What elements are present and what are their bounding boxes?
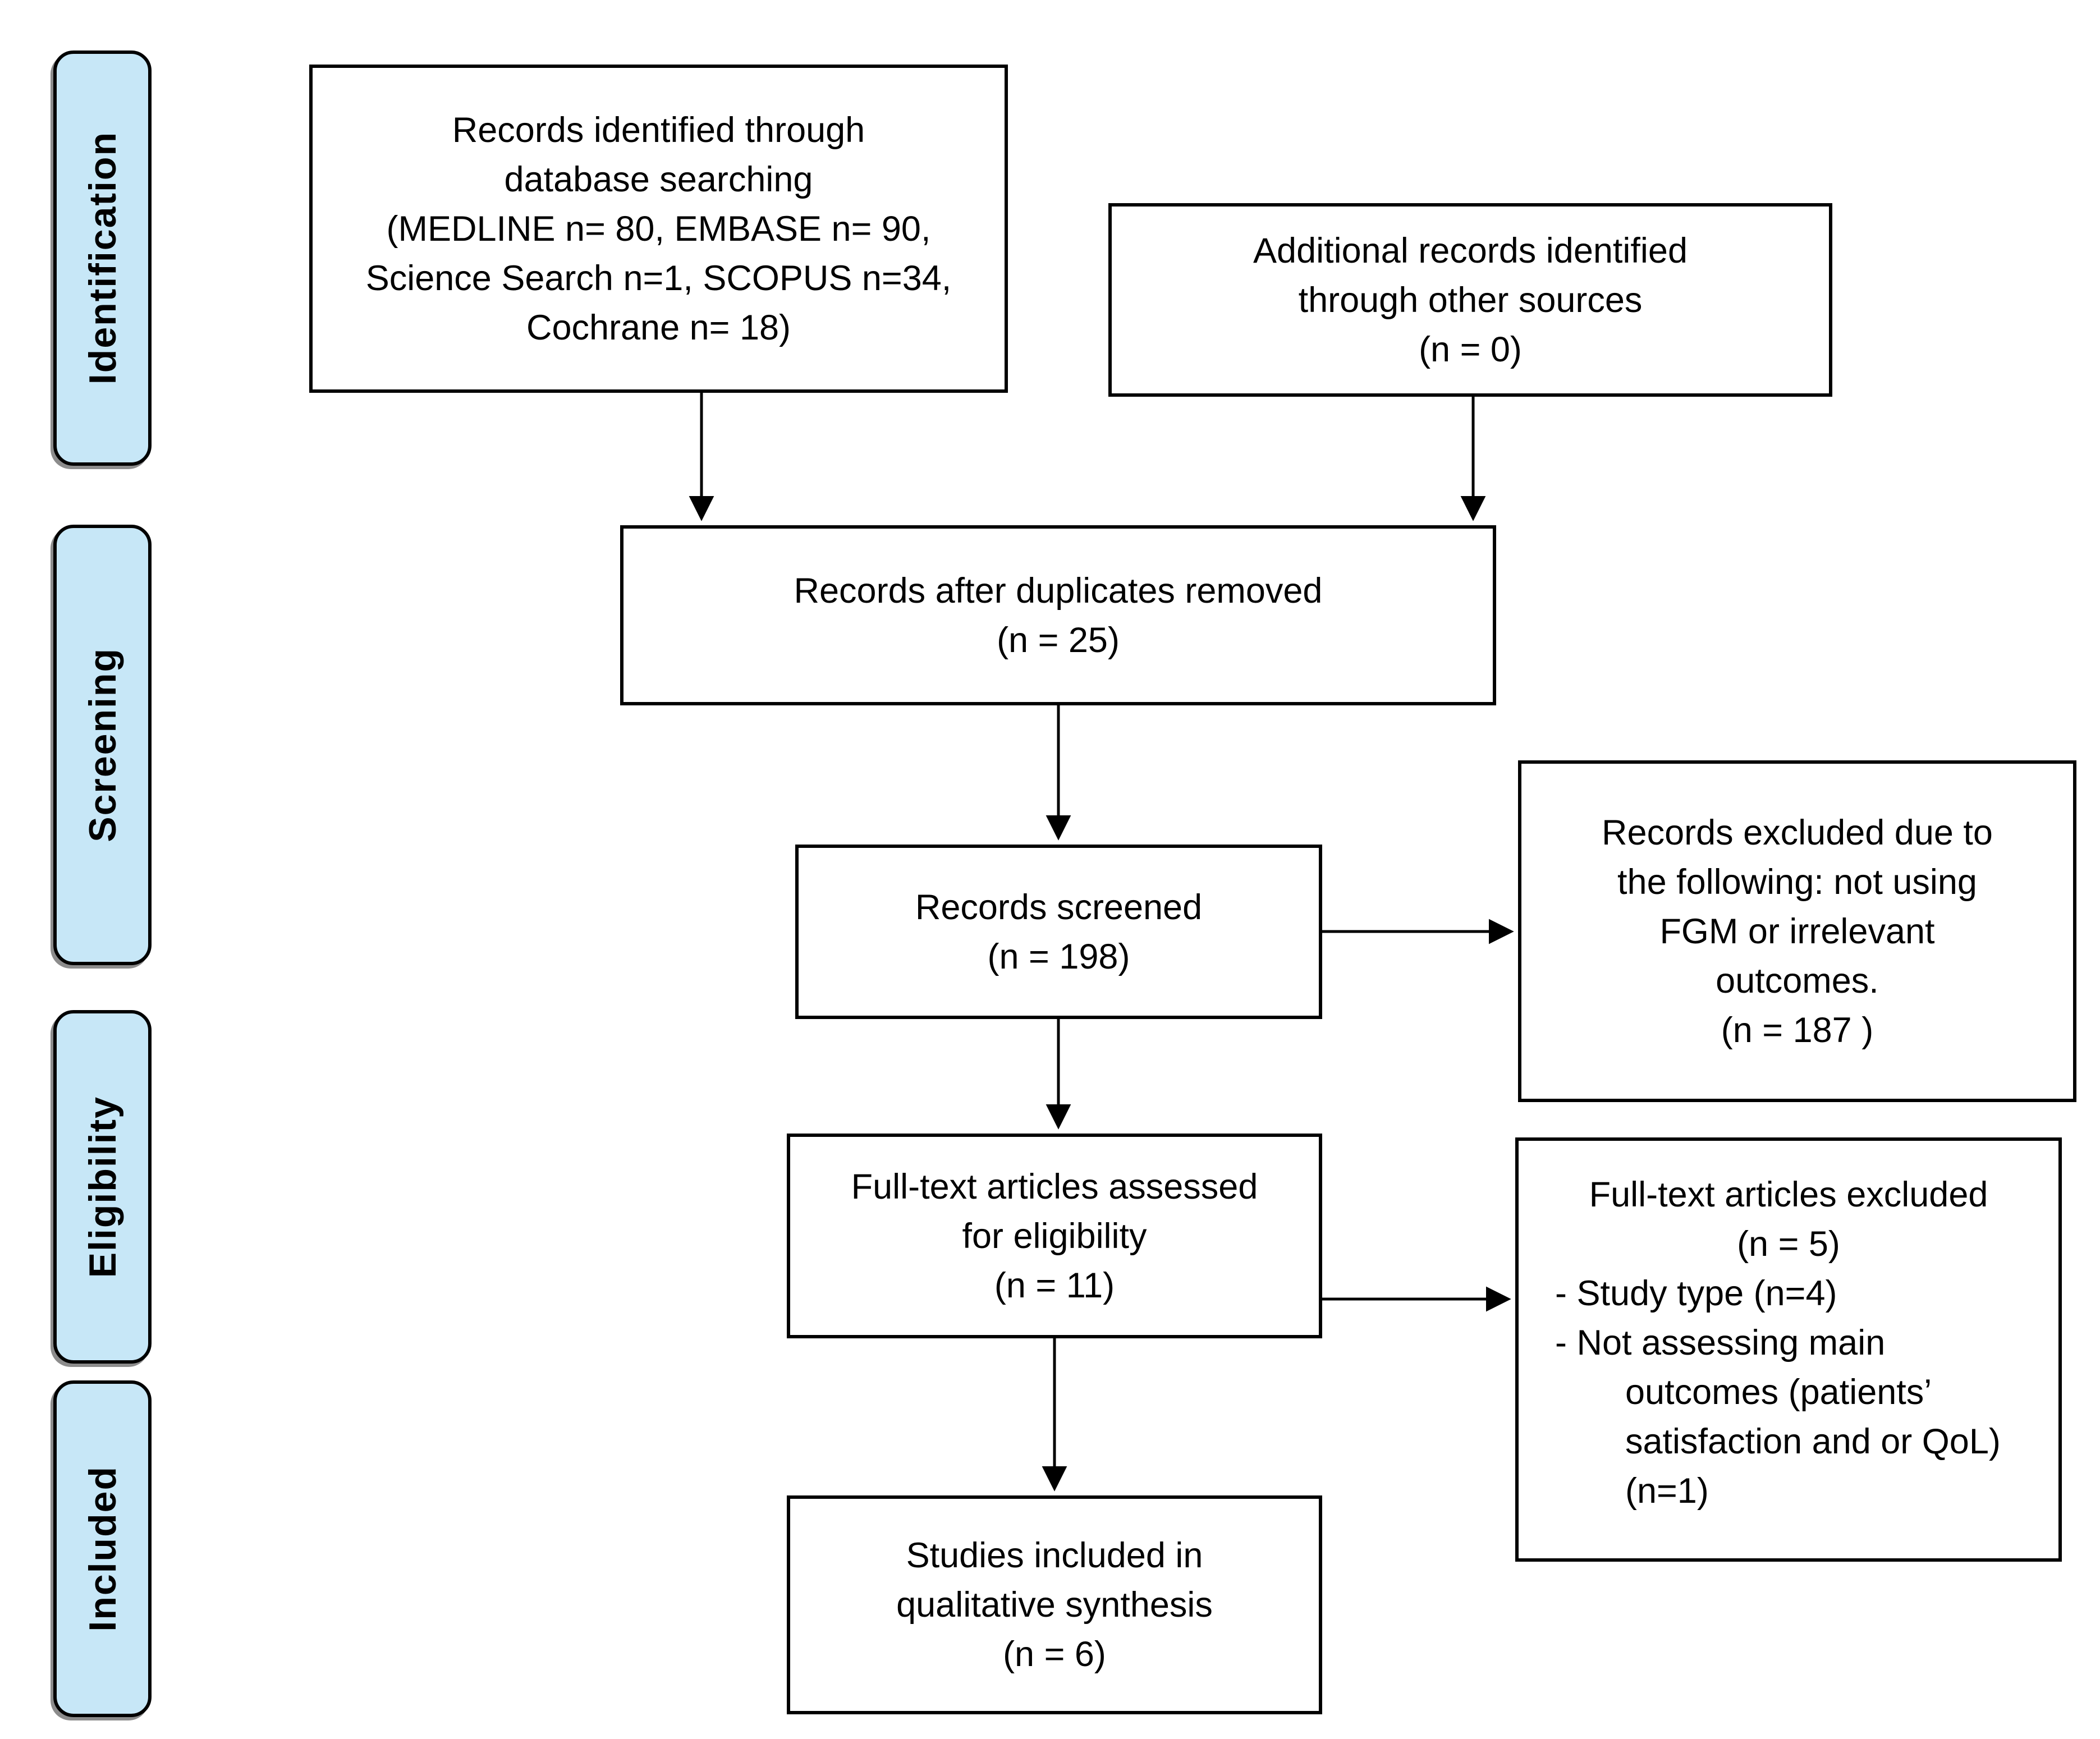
box-records-screened-text: Records screened (n = 198) bbox=[915, 887, 1203, 976]
box-records-identified: Records identified through database sear… bbox=[309, 65, 1008, 393]
box-records-identified-text: Records identified through database sear… bbox=[365, 110, 952, 347]
box-fulltext-excluded-bullet-study-type: - Study type (n=4) bbox=[1555, 1274, 1837, 1313]
box-fulltext-excluded-count: (n = 5) bbox=[1737, 1224, 1840, 1264]
box-additional-records: Additional records identified through ot… bbox=[1108, 203, 1832, 397]
box-studies-included: Studies included in qualitative synthesi… bbox=[787, 1495, 1322, 1714]
box-duplicates-removed: Records after duplicates removed (n = 25… bbox=[620, 525, 1496, 705]
box-fulltext-excluded-title: Full-text articles excluded bbox=[1589, 1175, 1988, 1214]
box-records-excluded: Records excluded due to the following: n… bbox=[1518, 760, 2076, 1102]
stage-label-eligibility: Eligibility bbox=[53, 1010, 152, 1364]
box-fulltext-excluded: Full-text articles excluded (n = 5) - St… bbox=[1515, 1137, 2062, 1562]
box-duplicates-removed-text: Records after duplicates removed (n = 25… bbox=[794, 571, 1323, 660]
box-fulltext-assessed: Full-text articles assessed for eligibil… bbox=[787, 1134, 1322, 1338]
stage-label-eligibility-text: Eligibility bbox=[81, 1095, 124, 1278]
stage-label-included: Included bbox=[53, 1380, 152, 1717]
stage-label-screening: Screening bbox=[53, 525, 152, 965]
box-fulltext-assessed-text: Full-text articles assessed for eligibil… bbox=[851, 1167, 1258, 1305]
stage-label-screening-text: Screening bbox=[81, 648, 124, 842]
box-additional-records-text: Additional records identified through ot… bbox=[1253, 231, 1688, 369]
box-records-excluded-text: Records excluded due to the following: n… bbox=[1602, 813, 1993, 1050]
box-studies-included-text: Studies included in qualitative synthesi… bbox=[896, 1536, 1213, 1674]
stage-label-identification-text: Identification bbox=[81, 131, 124, 385]
stage-label-included-text: Included bbox=[81, 1466, 124, 1632]
stage-label-identification: Identification bbox=[53, 51, 152, 466]
box-records-screened: Records screened (n = 198) bbox=[795, 845, 1322, 1019]
box-fulltext-excluded-bullet-outcomes: - Not assessing main outcomes (patients’… bbox=[1555, 1323, 2001, 1511]
